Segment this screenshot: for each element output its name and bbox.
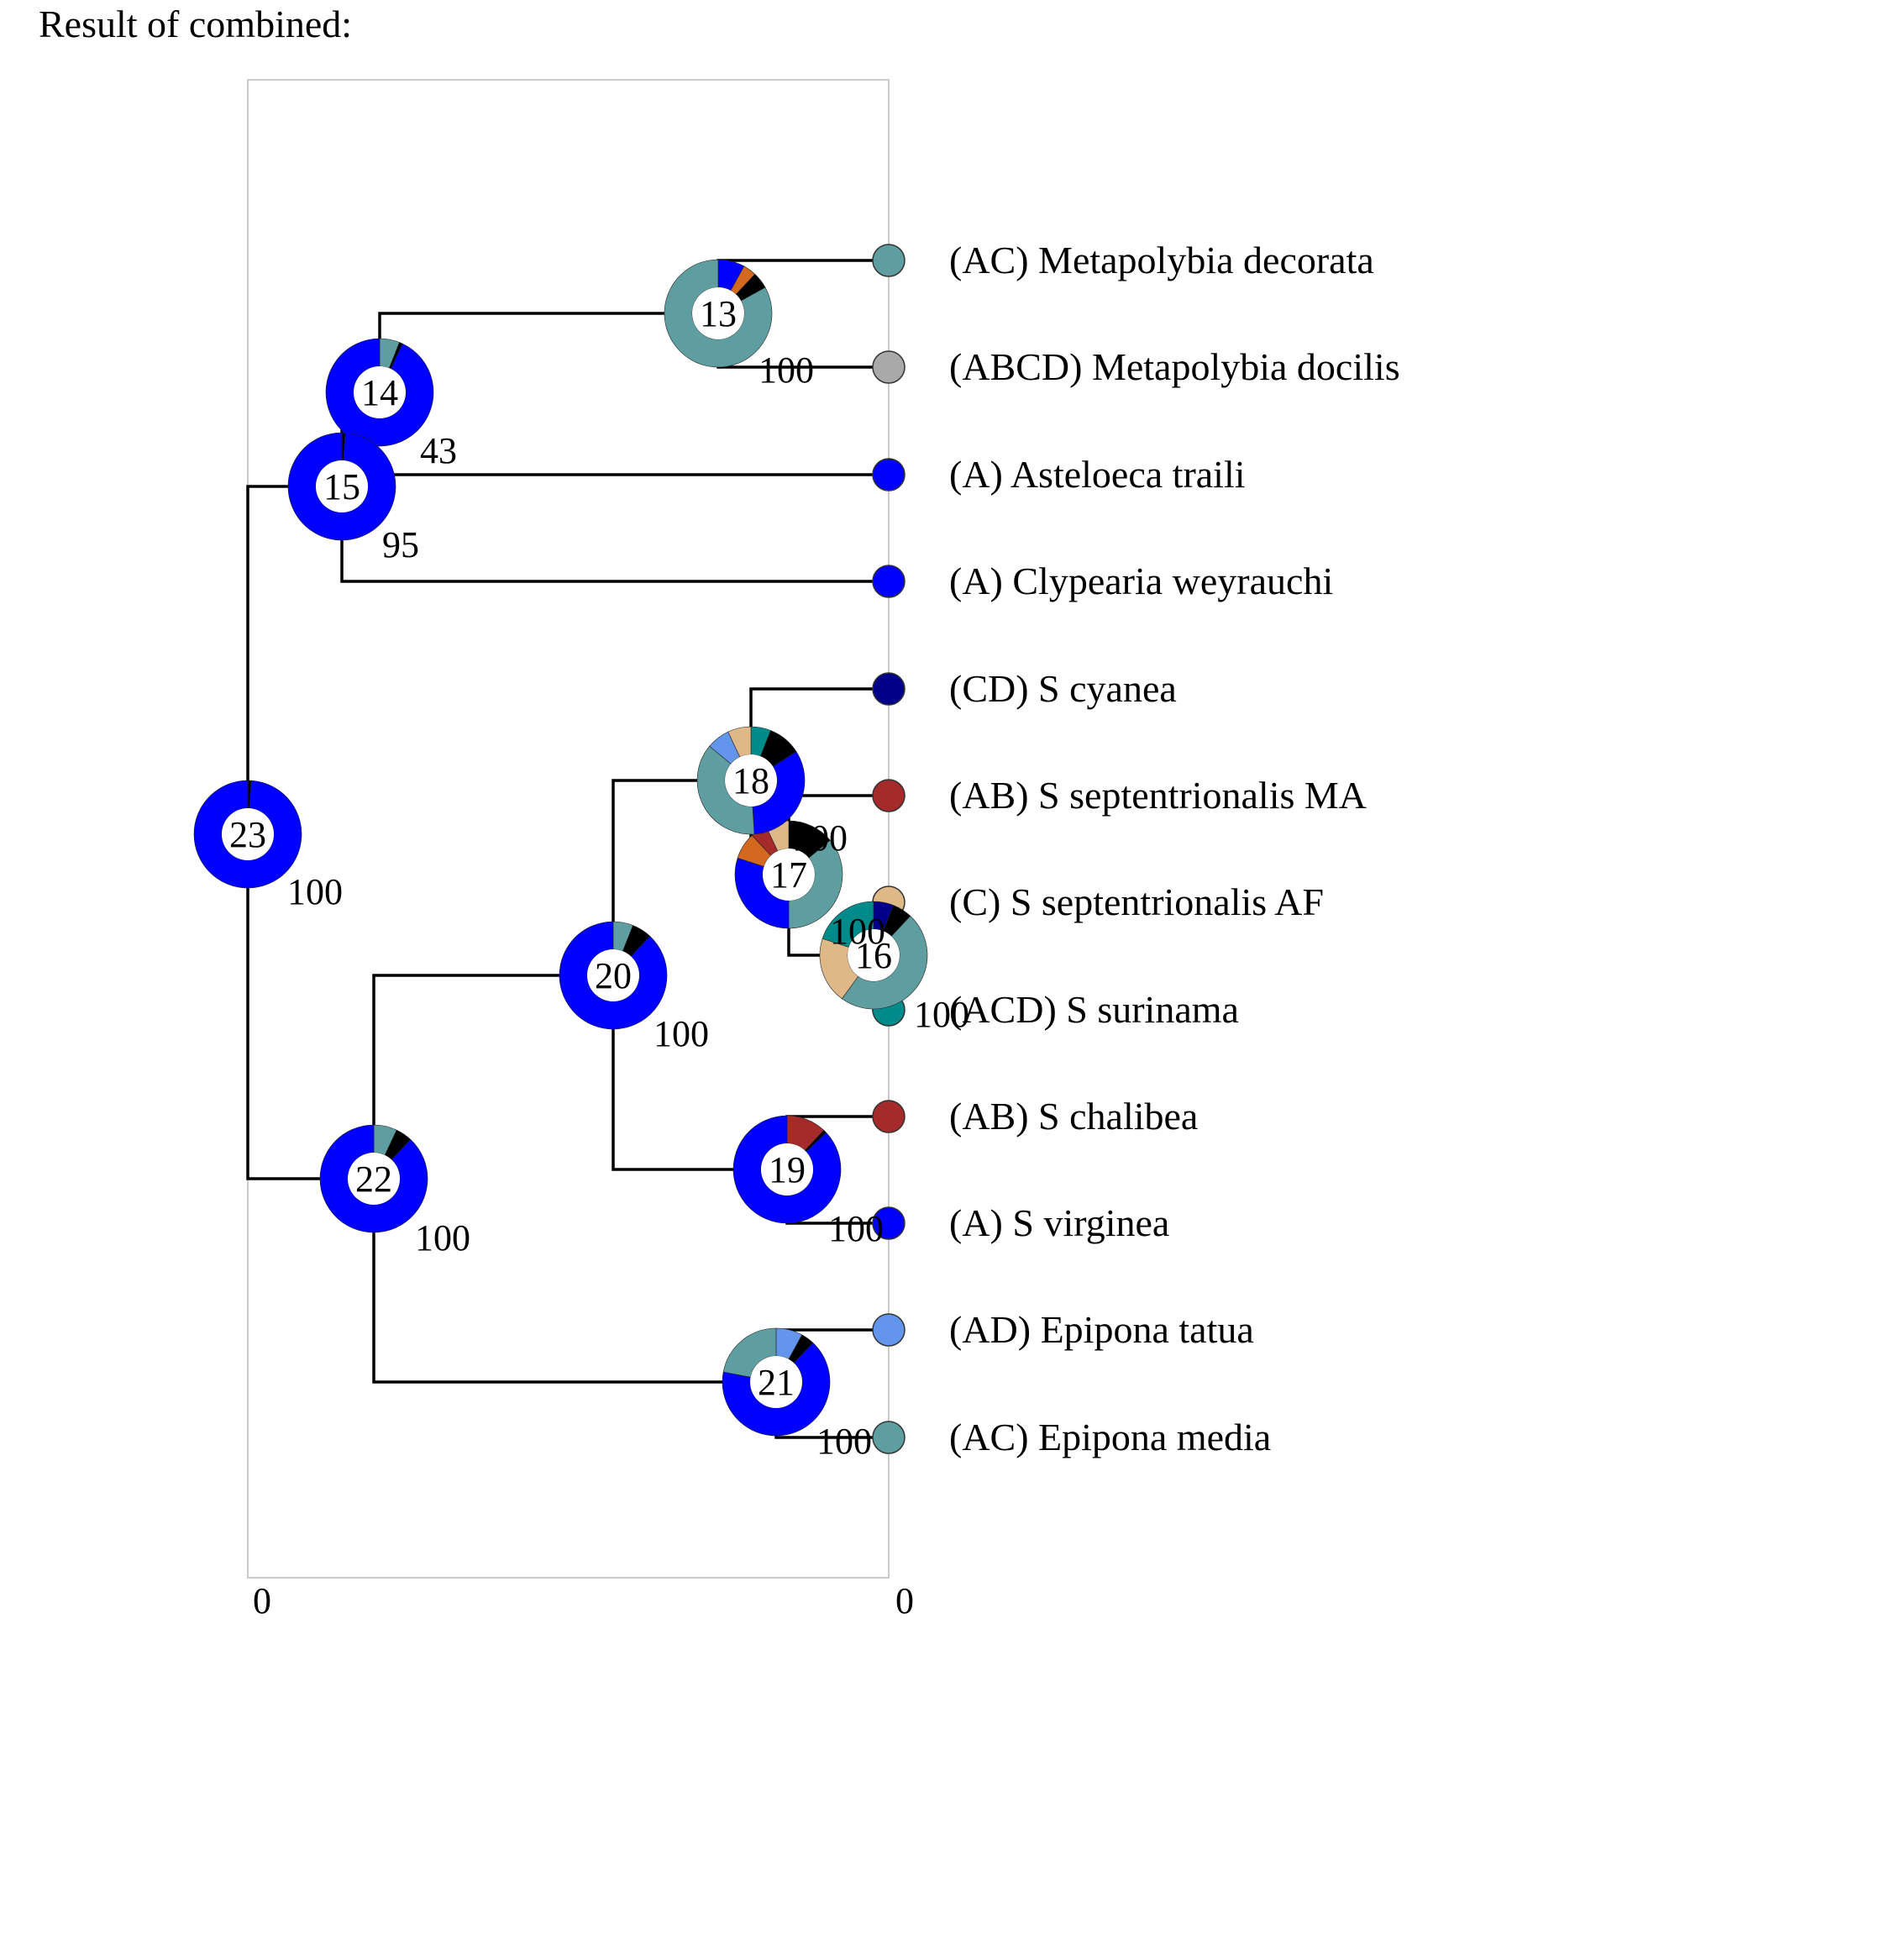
node-id-label: 23 bbox=[229, 814, 266, 855]
pie-slice bbox=[287, 432, 396, 541]
tip-label: (ACD) S surinama bbox=[949, 988, 1239, 1031]
tip-item: (A) S virginea bbox=[872, 1201, 1169, 1244]
node-id-label: 15 bbox=[323, 466, 360, 507]
node-hole bbox=[763, 849, 815, 901]
tip-label: (AC) Epipona media bbox=[949, 1416, 1271, 1458]
support-value: 100 bbox=[816, 1421, 872, 1462]
tip-label: (A) Clypearia weyrauchi bbox=[949, 560, 1333, 602]
tip-label: (C) S septentrionalis AF bbox=[949, 880, 1324, 923]
node-14: 14 43 bbox=[325, 338, 457, 471]
tip-item: (AD) Epipona tatua bbox=[872, 1308, 1254, 1351]
node-hole bbox=[750, 1356, 802, 1408]
tip-marker bbox=[872, 1206, 906, 1240]
node-19: 19 100 bbox=[732, 1115, 884, 1249]
tip-label: (AD) Epipona tatua bbox=[949, 1308, 1254, 1351]
tip-marker bbox=[872, 779, 906, 812]
tip-label: (A) Asteloeca traili bbox=[949, 453, 1246, 496]
branch-line bbox=[612, 975, 787, 1171]
tip-marker bbox=[872, 458, 906, 491]
tip-item: (AC) Metapolybia decorata bbox=[872, 239, 1374, 281]
tip-item: (C) S septentrionalis AF bbox=[872, 880, 1324, 923]
node-hole bbox=[348, 1153, 400, 1205]
node-id-label: 19 bbox=[769, 1149, 806, 1190]
tip-marker bbox=[872, 1100, 906, 1133]
tip-marker bbox=[872, 672, 906, 706]
support-value: 100 bbox=[759, 349, 814, 391]
tip-list: (AC) Metapolybia decorata (ABCD) Metapoly… bbox=[872, 239, 1400, 1458]
tip-label: (AC) Metapolybia decorata bbox=[949, 239, 1374, 281]
node-hole bbox=[761, 1143, 813, 1195]
branch-line bbox=[340, 473, 889, 486]
node-hole bbox=[354, 366, 406, 418]
tip-label: (ABCD) Metapolybia docilis bbox=[949, 345, 1400, 388]
node-13: 13 100 bbox=[664, 259, 814, 391]
node-18: 18 100 bbox=[696, 726, 848, 859]
tip-label: (AB) S chalibea bbox=[949, 1095, 1198, 1138]
tip-item: (AB) S chalibea bbox=[872, 1095, 1198, 1138]
support-value: 100 bbox=[654, 1013, 709, 1054]
node-id-label: 22 bbox=[355, 1159, 392, 1200]
tip-item: (ABCD) Metapolybia docilis bbox=[872, 345, 1400, 388]
branch-line bbox=[340, 486, 889, 583]
node-22: 22 100 bbox=[319, 1124, 470, 1258]
pie-slice bbox=[722, 1327, 777, 1378]
tip-item: (AC) Epipona media bbox=[872, 1416, 1271, 1458]
node-21: 21 100 bbox=[722, 1327, 872, 1462]
tip-marker bbox=[872, 1313, 906, 1347]
node-id-label: 18 bbox=[732, 760, 769, 801]
branch-line bbox=[372, 1179, 776, 1384]
support-value: 43 bbox=[420, 430, 457, 471]
node-hole bbox=[692, 287, 744, 339]
node-id-label: 13 bbox=[700, 293, 737, 334]
branch-line bbox=[372, 974, 613, 1179]
support-value: 100 bbox=[828, 1208, 884, 1249]
tip-item: (AB) S septentrionalis MA bbox=[872, 774, 1367, 817]
node-20: 20 100 bbox=[559, 921, 709, 1054]
support-value: 100 bbox=[415, 1217, 470, 1258]
tip-label: (A) S virginea bbox=[949, 1201, 1169, 1244]
node-id-label: 17 bbox=[770, 854, 807, 896]
support-value: 100 bbox=[287, 871, 343, 912]
pie-slice bbox=[193, 780, 302, 889]
internal-nodes: 1310014431595161001710018100191002010021… bbox=[193, 259, 969, 1462]
node-hole bbox=[316, 460, 368, 512]
tip-marker bbox=[872, 350, 906, 384]
tip-item: (A) Clypearia weyrauchi bbox=[872, 560, 1333, 602]
node-id-label: 20 bbox=[595, 955, 632, 996]
node-hole bbox=[725, 754, 777, 807]
tip-label: (CD) S cyanea bbox=[949, 667, 1177, 710]
tip-marker bbox=[872, 244, 906, 277]
tip-item: (A) Asteloeca traili bbox=[872, 453, 1246, 496]
support-value: 95 bbox=[382, 524, 419, 565]
tip-label: (AB) S septentrionalis MA bbox=[949, 774, 1367, 817]
tip-marker bbox=[872, 1421, 906, 1454]
figure-title: Result of combined: bbox=[39, 3, 352, 45]
node-id-label: 14 bbox=[361, 372, 398, 413]
node-id-label: 21 bbox=[758, 1362, 795, 1403]
axis-left-label: 0 bbox=[253, 1580, 271, 1621]
tip-marker bbox=[872, 565, 906, 598]
support-value: 100 bbox=[792, 817, 848, 859]
axis-right-label: 0 bbox=[895, 1580, 914, 1621]
support-value: 100 bbox=[914, 994, 969, 1035]
node-id-label: 16 bbox=[855, 935, 892, 976]
node-hole bbox=[587, 949, 639, 1001]
support-value: 100 bbox=[830, 911, 885, 952]
tip-item: (ACD) S surinama bbox=[872, 988, 1239, 1031]
node-hole bbox=[222, 808, 274, 860]
node-23: 23 100 bbox=[193, 780, 343, 912]
node-hole bbox=[848, 929, 900, 981]
tip-item: (CD) S cyanea bbox=[872, 667, 1177, 710]
